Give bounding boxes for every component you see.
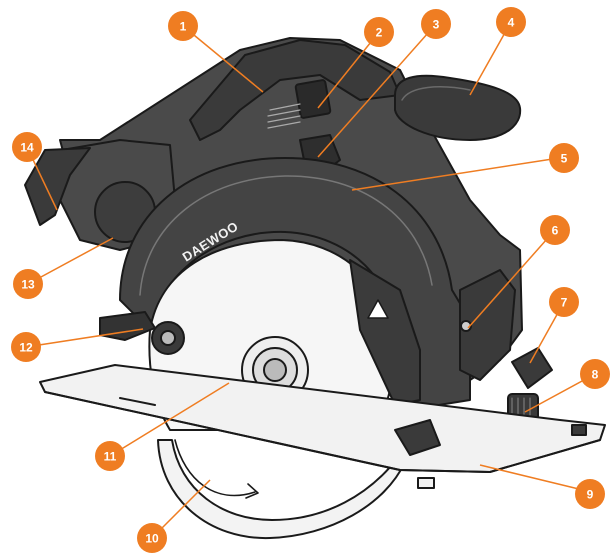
guard-side-panel	[349, 259, 421, 406]
callout-1-circle	[168, 11, 198, 41]
leader-11	[109, 382, 230, 457]
callout-2-label: 2	[376, 26, 383, 40]
callout-2-circle	[364, 17, 394, 47]
callout-3-circle	[421, 9, 451, 39]
callout-5-label: 5	[561, 152, 568, 166]
callout-7-circle	[549, 287, 579, 317]
vent-slots	[267, 103, 301, 129]
lower-guard-bracket	[394, 419, 441, 456]
leader-3	[317, 23, 437, 158]
callout-9-circle	[575, 479, 605, 509]
rear-handle	[189, 39, 401, 141]
callout-13-label: 13	[21, 278, 35, 292]
callout-10: 10	[137, 523, 167, 553]
callouts: 1 2 3 4 5 6 7 8	[11, 7, 610, 553]
leader-12	[25, 328, 144, 348]
base-plate-slot	[119, 397, 156, 406]
callout-12: 12	[11, 332, 41, 362]
leader-1	[182, 25, 264, 93]
callout-3-label: 3	[433, 18, 440, 32]
callout-11: 11	[95, 441, 125, 471]
base-plate-notch	[417, 477, 435, 489]
callout-4-label: 4	[508, 16, 515, 30]
guard-edge	[139, 175, 433, 296]
callout-13: 13	[13, 269, 43, 299]
blade-arbor-bolt	[263, 358, 287, 382]
callout-6: 6	[540, 215, 570, 245]
saw-illustration: DAEWOO	[24, 37, 606, 540]
callout-7: 7	[549, 287, 579, 317]
callout-10-label: 10	[145, 532, 159, 546]
callout-13-circle	[13, 269, 43, 299]
callout-12-circle	[11, 332, 41, 362]
callout-8: 8	[580, 359, 610, 389]
guard-arrow	[367, 299, 389, 319]
callout-9-label: 9	[587, 488, 594, 502]
base-plate-clip	[571, 424, 587, 436]
callout-11-circle	[95, 441, 125, 471]
callout-8-circle	[580, 359, 610, 389]
callout-14: 14	[12, 132, 42, 162]
front-handle	[394, 74, 522, 141]
callout-1: 1	[168, 11, 198, 41]
callout-10-circle	[137, 523, 167, 553]
callout-8-label: 8	[592, 368, 599, 382]
leader-5	[351, 157, 560, 191]
guard-lever	[99, 311, 156, 341]
depth-bracket	[459, 269, 516, 381]
side-cover	[24, 147, 91, 226]
callout-7-label: 7	[561, 296, 568, 310]
depth-lock-knob-ribs	[511, 397, 531, 427]
leader-6	[467, 229, 556, 329]
leader-13	[27, 237, 114, 285]
guard-lever-pivot-bolt	[160, 330, 176, 346]
callout-1-label: 1	[180, 20, 187, 34]
front-handle-grip	[401, 86, 471, 101]
depth-adjust-screw	[460, 320, 472, 332]
callout-6-circle	[540, 215, 570, 245]
base-plate-edge	[44, 391, 601, 473]
callout-14-label: 14	[20, 141, 34, 155]
blade-direction-arrowhead	[245, 483, 259, 499]
callout-6-label: 6	[552, 224, 559, 238]
callout-4-circle	[496, 7, 526, 37]
callout-2: 2	[364, 17, 394, 47]
callout-4: 4	[496, 7, 526, 37]
callout-5: 5	[549, 143, 579, 173]
leader-2	[317, 31, 380, 109]
leader-9	[479, 464, 588, 492]
callout-5-circle	[549, 143, 579, 173]
callout-3: 3	[421, 9, 451, 39]
callout-9: 9	[575, 479, 605, 509]
callout-12-label: 12	[19, 341, 33, 355]
callout-14-circle	[12, 132, 42, 162]
callout-11-label: 11	[104, 450, 117, 464]
bevel-knob	[511, 347, 553, 389]
